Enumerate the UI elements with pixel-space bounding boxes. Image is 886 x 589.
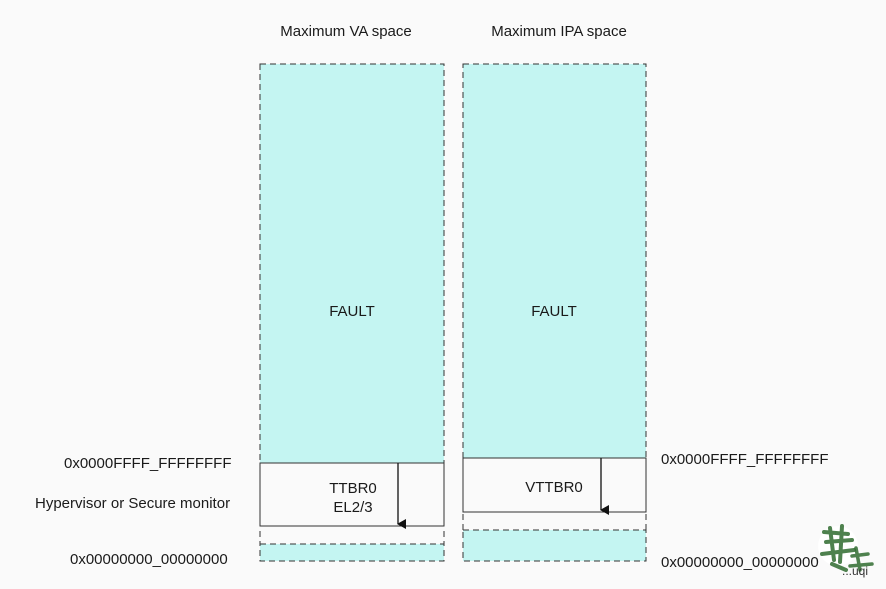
va-top-address: 0x0000FFFF_FFFFFFFF [64, 455, 232, 472]
ipa-fault-label: FAULT [531, 303, 577, 320]
va-region-label: Hypervisor or Secure monitor [35, 495, 231, 512]
ipa-space-title: Maximum IPA space [491, 23, 627, 40]
ipa-top-address: 0x0000FFFF_FFFFFFFF [661, 451, 829, 468]
ipa-bottom-address: 0x00000000_00000000 [661, 554, 819, 571]
watermark-logo-icon [818, 524, 874, 572]
ipa-space-column [462, 63, 647, 562]
va-space-title: Maximum VA space [280, 23, 412, 40]
va-bottom-address: 0x00000000_00000000 [70, 551, 228, 568]
va-ttbr0-label: TTBR0 EL2/3 [329, 479, 377, 517]
ipa-bottom-strip [462, 529, 647, 562]
ipa-vttbr0-region [462, 457, 647, 513]
va-ttbr0-label-line1: TTBR0 [329, 480, 377, 497]
va-bottom-strip [259, 543, 445, 562]
ipa-fault-region [462, 63, 647, 459]
va-ttbr0-label-line2: EL2/3 [333, 499, 373, 516]
va-space-column [259, 63, 445, 562]
ipa-vttbr0-label: VTTBR0 [525, 479, 583, 496]
watermark-logo: ...uqi [812, 520, 882, 582]
va-fault-label: FAULT [329, 303, 375, 320]
va-ttbr0-region [259, 462, 445, 527]
watermark-text: ...uqi [842, 564, 869, 578]
va-fault-region [259, 63, 445, 464]
